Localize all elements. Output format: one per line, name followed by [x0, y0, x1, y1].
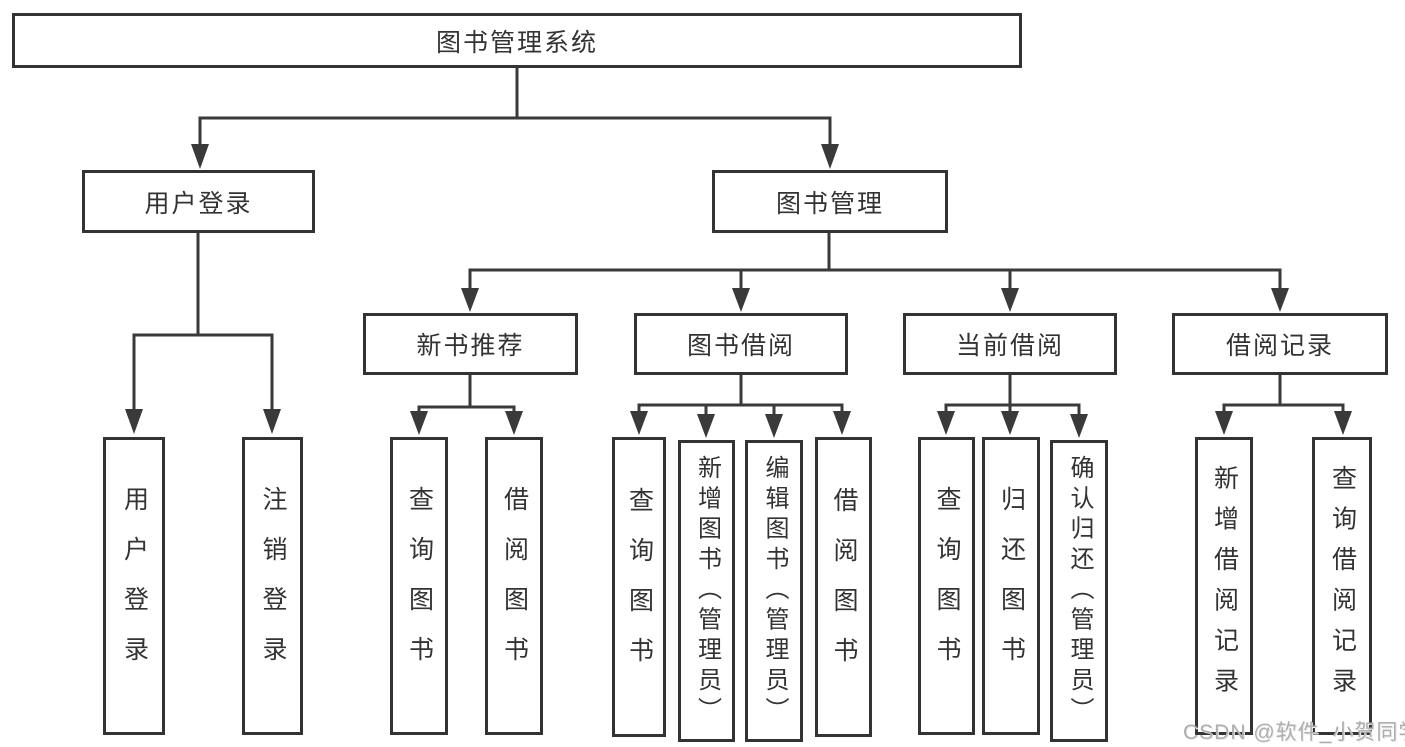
node-label: 新增图书（管理员） [693, 454, 721, 728]
node-label: 借阅记录 [1225, 332, 1334, 360]
node-cb-return-books: 归还图书 [982, 437, 1040, 735]
csdn-watermark: CSDN @软件_小贺同学 [1183, 721, 1405, 744]
node-new-book-recommendation: 新书推荐 [363, 313, 578, 375]
node-label: 注销登录 [259, 486, 287, 686]
node-bb-query-books: 查询图书 [612, 437, 666, 737]
node-label: 图书借阅 [686, 332, 795, 360]
node-current-borrowing: 当前借阅 [903, 313, 1117, 375]
node-user-login: 用户登录 [82, 170, 315, 233]
node-bb-borrow-books: 借阅图书 [815, 437, 872, 737]
node-nbr-borrow-books: 借阅图书 [485, 437, 543, 735]
node-label: 确认归还（管理员） [1066, 454, 1093, 728]
node-book-management: 图书管理 [712, 170, 948, 233]
node-borrowing-records: 借阅记录 [1172, 313, 1388, 375]
node-cb-query-books: 查询图书 [918, 437, 975, 735]
node-label: 新书推荐 [416, 332, 525, 360]
node-label: 用户登录 [144, 189, 253, 218]
node-br-query-borrow-record: 查询借阅记录 [1312, 437, 1372, 735]
node-library-management-system: 图书管理系统 [12, 13, 1022, 68]
node-user-login-leaf: 用户登录 [103, 437, 165, 735]
node-label: 查询图书 [625, 487, 654, 687]
node-bb-add-books-admin: 新增图书（管理员） [678, 440, 735, 742]
arrowheads [125, 144, 1352, 438]
node-nbr-query-books: 查询图书 [390, 437, 448, 735]
node-label: 归还图书 [997, 486, 1026, 686]
node-label: 借阅图书 [500, 486, 529, 686]
node-label: 借阅图书 [830, 487, 858, 687]
node-cb-confirm-return-admin: 确认归还（管理员） [1050, 440, 1108, 742]
node-label: 新增借阅记录 [1210, 464, 1239, 708]
node-bb-edit-books-admin: 编辑图书（管理员） [745, 440, 803, 742]
node-br-add-borrow-record: 新增借阅记录 [1195, 437, 1253, 735]
node-logout: 注销登录 [242, 437, 303, 735]
node-label: 图书管理 [775, 189, 884, 218]
node-label: 查询图书 [933, 486, 961, 686]
node-label: 用户登录 [120, 486, 149, 686]
node-label: 查询图书 [405, 486, 434, 686]
node-label: 查询借阅记录 [1328, 464, 1357, 708]
node-label: 图书管理系统 [435, 28, 598, 57]
node-label: 编辑图书（管理员） [761, 454, 788, 728]
node-book-borrowing: 图书借阅 [634, 313, 848, 375]
node-label: 当前借阅 [955, 332, 1064, 360]
